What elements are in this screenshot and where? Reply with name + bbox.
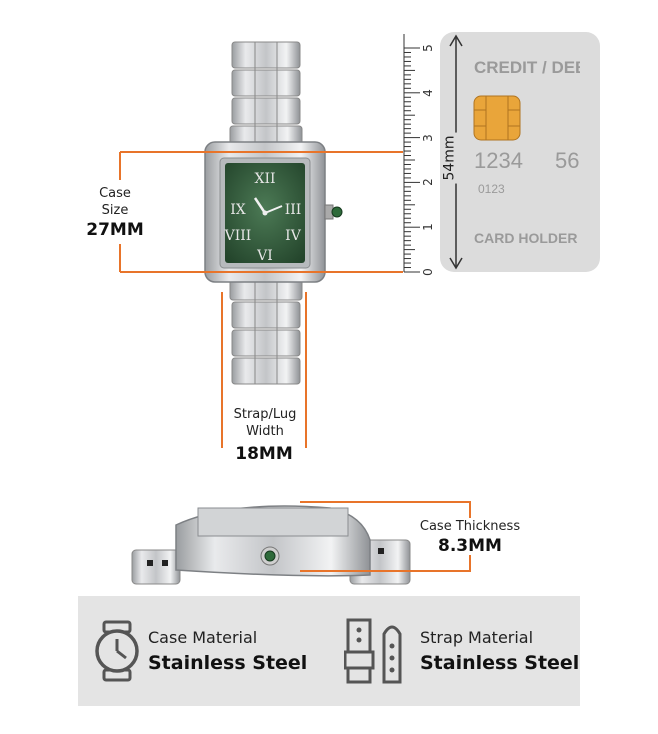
ruler-label: 4 — [420, 88, 435, 97]
bracelet-lower — [229, 277, 303, 385]
card-height-label: 54mm — [441, 132, 458, 184]
svg-text:IV: IV — [285, 228, 302, 244]
case-thickness-label: Case Thickness — [419, 519, 521, 534]
strap-material-label: Strap Material — [420, 628, 534, 647]
card-text-area: CREDIT / DEBIT C 1234 56 0123 CARD HOLDE… — [440, 32, 580, 272]
svg-text:VI: VI — [256, 248, 273, 264]
credit-card — [440, 32, 600, 272]
case-size-value: 27MM — [86, 220, 144, 240]
ruler-label: 5 — [420, 44, 435, 52]
card-title: CREDIT / DEBIT C — [474, 58, 580, 77]
watch-side-illustration — [131, 505, 411, 585]
ruler-label: 0 — [420, 268, 435, 276]
bracelet-upper — [229, 41, 303, 147]
ruler-label: 1 — [420, 223, 435, 232]
case-material-label: Case Material — [148, 628, 258, 647]
svg-text:VIII: VIII — [224, 228, 252, 244]
hour-hand — [253, 197, 267, 214]
case-size-label-line1: Case — [99, 186, 131, 201]
card-height-label-wrap: 54mm — [441, 132, 472, 184]
ruler-label: 2 — [420, 178, 435, 187]
ruler-ticks — [404, 47, 420, 273]
card-number-part2: 56 — [555, 148, 580, 173]
strap-material-value: Stainless Steel — [420, 652, 580, 674]
case-material-value: Stainless Steel — [148, 652, 308, 674]
card-holder-name: CARD HOLDER NAME — [474, 230, 580, 246]
crown-gem — [331, 206, 343, 218]
crown-gem — [264, 550, 276, 562]
svg-text:IX: IX — [230, 202, 246, 218]
ruler-label: 3 — [420, 133, 435, 142]
strap-width-label-line2: Width — [246, 424, 284, 439]
strap-width-value: 18MM — [235, 444, 293, 464]
case-size-label-line2: Size — [101, 203, 129, 218]
svg-text:XII: XII — [254, 171, 275, 187]
strap-icon — [344, 618, 402, 684]
card-chip-icon — [473, 95, 521, 141]
minute-hand — [264, 205, 283, 214]
case-size-label: Case Size — [80, 185, 150, 219]
dial-numerals: XII VI VIII IV IX III — [224, 171, 302, 264]
strap-width-label: Strap/Lug Width — [220, 406, 310, 440]
case-size-lines — [119, 151, 403, 273]
watch-icon — [95, 620, 139, 682]
svg-text:III: III — [285, 202, 302, 218]
strap-width-label-line1: Strap/Lug — [233, 407, 297, 422]
card-small-number: 0123 — [478, 182, 505, 196]
card-number-part1: 1234 — [474, 148, 523, 173]
materials-panel: Case Material Stainless Steel Strap Mate… — [78, 596, 580, 706]
case-thickness-lines — [300, 501, 471, 572]
strap-width-lines — [221, 292, 307, 448]
case-thickness-value: 8.3MM — [438, 536, 502, 556]
